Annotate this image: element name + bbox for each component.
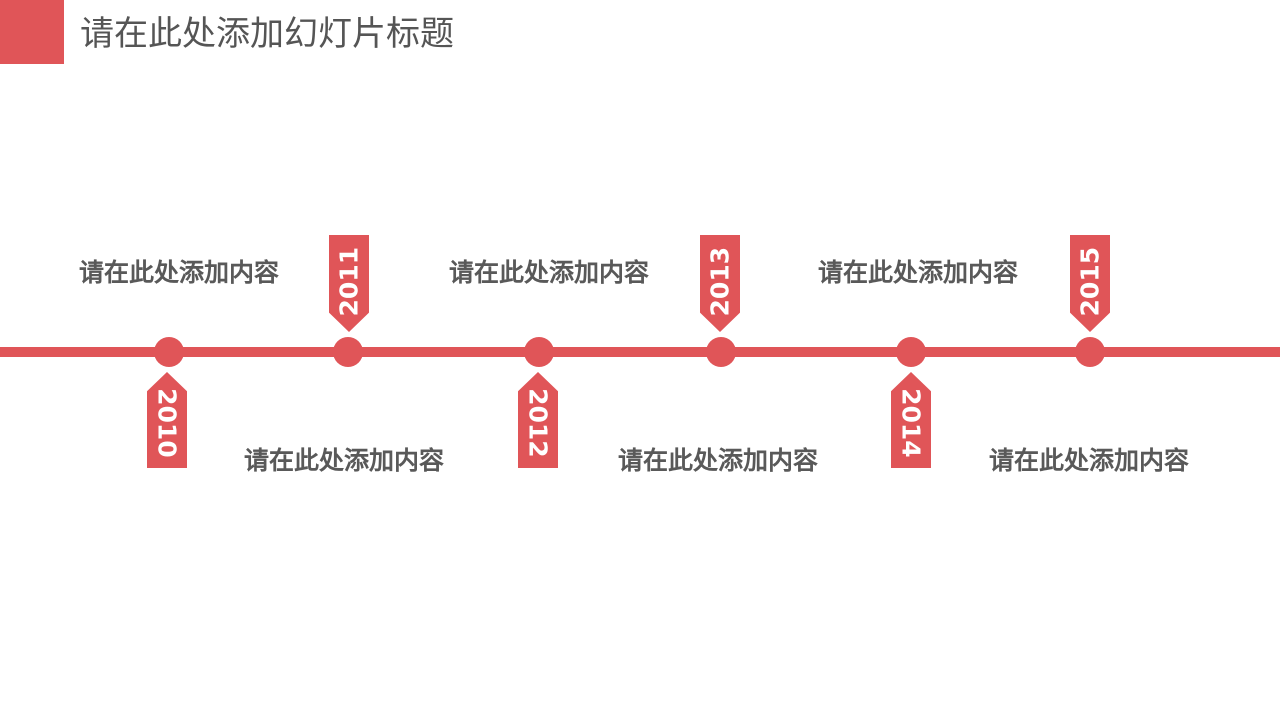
year-tag-2010: 2010 <box>147 372 187 468</box>
year-label-2011: 2011 <box>334 246 364 316</box>
year-label-2013: 2013 <box>705 246 735 316</box>
timeline-line <box>0 347 1280 357</box>
year-label-2014: 2014 <box>896 388 926 458</box>
milestone-dot-2015 <box>1075 337 1105 367</box>
milestone-dot-2013 <box>706 337 736 367</box>
year-tag-2013: 2013 <box>700 235 740 332</box>
milestone-dot-2014 <box>896 337 926 367</box>
year-tag-2011: 2011 <box>329 235 369 332</box>
title-accent-block <box>0 0 64 64</box>
year-label-2015: 2015 <box>1075 246 1105 316</box>
milestone-text-2012[interactable]: 请在此处添加内容 <box>448 258 649 287</box>
year-tag-2015: 2015 <box>1070 235 1110 332</box>
milestone-text-2013[interactable]: 请在此处添加内容 <box>617 446 818 475</box>
year-label-2012: 2012 <box>523 388 553 458</box>
milestone-text-2010[interactable]: 请在此处添加内容 <box>78 258 279 287</box>
year-tag-2014: 2014 <box>891 372 931 468</box>
milestone-text-2014[interactable]: 请在此处添加内容 <box>817 258 1018 287</box>
milestone-dot-2012 <box>524 337 554 367</box>
milestone-text-2011[interactable]: 请在此处添加内容 <box>243 446 444 475</box>
milestone-dot-2010 <box>154 337 184 367</box>
year-tag-2012: 2012 <box>518 372 558 468</box>
slide-title[interactable]: 请在此处添加幻灯片标题 <box>80 14 454 54</box>
year-label-2010: 2010 <box>152 388 182 458</box>
milestone-text-2015[interactable]: 请在此处添加内容 <box>988 446 1189 475</box>
milestone-dot-2011 <box>333 337 363 367</box>
